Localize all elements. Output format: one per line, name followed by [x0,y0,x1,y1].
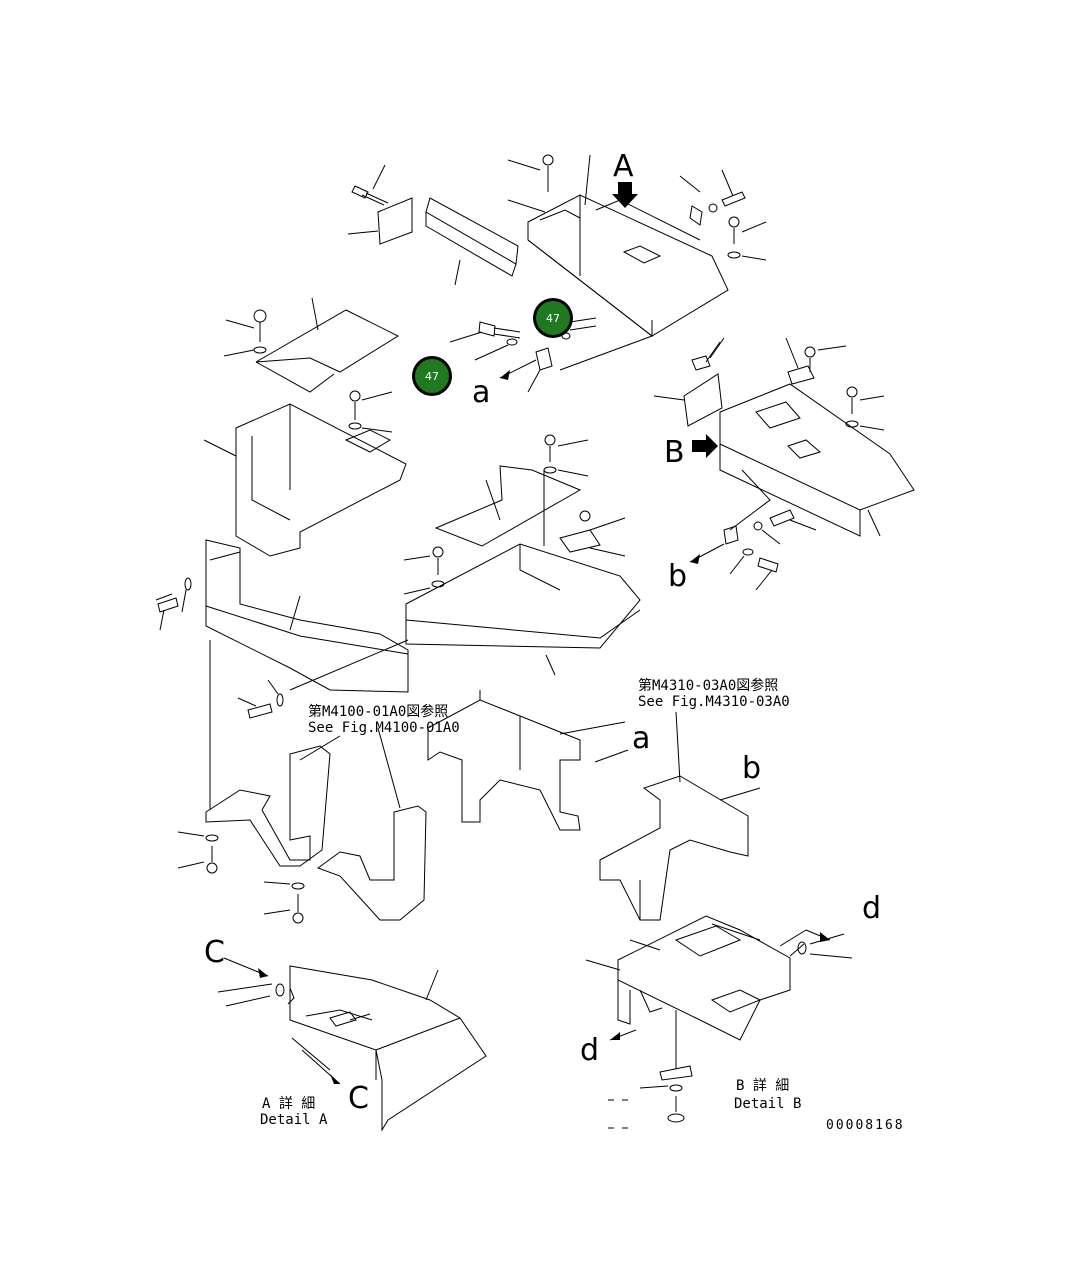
center-stand-group [427,690,629,831]
upper-left-frame-group [203,297,407,557]
top-left-bracket-group [347,164,519,286]
label-a-top: A [613,149,634,184]
label-b-side: B [664,435,685,470]
label-d-top: d [862,891,881,926]
detail-b-en: Detail B [734,1096,801,1112]
detail-b-upper-assembly [653,337,915,591]
middle-bolts-group [449,317,597,393]
detail-a-jp: A 詳 細 [262,1096,315,1112]
label-d-bottom: d [580,1033,599,1068]
main-floor-frame-group [155,434,641,815]
lower-left-stands-group [177,679,427,924]
detail-a-en: Detail A [260,1112,328,1128]
callout-47-upper-label: 47 [546,312,560,325]
detail-b-drawing [585,915,853,1129]
right-stand-group [599,711,761,921]
ref-m4100-en: See Fig.M4100-01A0 [308,720,460,736]
detail-a-drawing [217,957,487,1132]
drawing-number: 00008168 [826,1118,905,1133]
callout-47-lower-label: 47 [425,370,439,383]
label-c-bottom: C [348,1081,369,1116]
top-cover-assembly [507,154,767,371]
label-b-stand: b [742,751,761,786]
callout-47-lower-fill [415,359,449,393]
callout-47-lower[interactable]: 47 [412,356,452,396]
label-c-top: C [204,935,225,970]
ref-m4310-jp: 第M4310-03A0図参照 [638,677,778,694]
callout-47-upper-fill [536,301,570,335]
arrow-b-icon [692,434,718,458]
label-a-arrow: a [472,375,490,410]
ref-m4100-jp: 第M4100-01A0図参照 [308,703,448,720]
callout-47-upper[interactable]: 47 [533,298,573,338]
label-b-arrow: b [668,559,687,594]
arrow-a-icon [612,182,638,208]
ref-m4310-en: See Fig.M4310-03A0 [638,694,790,710]
label-a-stand: a [632,721,650,756]
detail-b-jp: B 詳 細 [736,1078,789,1094]
